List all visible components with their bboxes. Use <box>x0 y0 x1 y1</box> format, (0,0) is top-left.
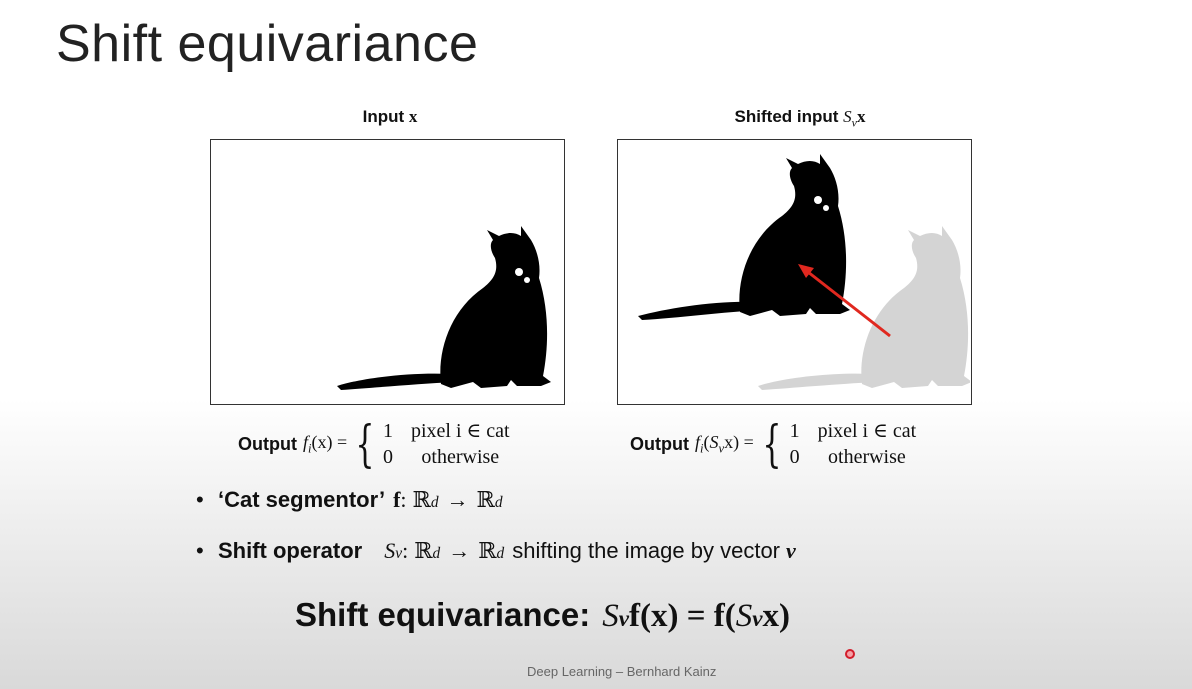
left-brace-icon: { <box>355 415 375 473</box>
right-func-symbol: f <box>694 431 700 452</box>
bullet1-domain-sup: d <box>430 494 439 511</box>
bullet1-colon: : <box>400 487 407 512</box>
left-output-label: Output <box>238 433 297 454</box>
shift-arrow-icon <box>798 264 891 338</box>
bullet2-codomain: ℝ <box>478 538 497 563</box>
left-panel-caption: Input x <box>330 107 450 127</box>
equiv-S2: S <box>735 598 753 634</box>
bullet2-vector: v <box>786 538 796 563</box>
shifted-cat-illustration <box>638 154 972 390</box>
right-caption-var: x <box>856 107 866 126</box>
right-output-formula: Output fi(Svx) = { 1 pixel i ∈ cat 0 oth… <box>630 418 916 470</box>
left-case0-value: 0 <box>382 446 393 468</box>
cursor-dot-icon <box>845 649 855 659</box>
bullet1-f: f <box>393 487 401 512</box>
right-case1-text: pixel i ∈ cat <box>817 420 917 442</box>
right-func-sub: i <box>700 441 704 456</box>
right-case0-value: 0 <box>789 446 800 468</box>
bullet-dot-icon: • <box>196 538 204 563</box>
left-caption-var: x <box>408 107 418 126</box>
right-output-label: Output <box>630 433 689 454</box>
left-case1-text: pixel i ∈ cat <box>410 420 510 442</box>
right-func-open: ( <box>703 431 710 452</box>
right-panel-caption: Shifted input Svx <box>700 107 900 130</box>
right-cases: 1 pixel i ∈ cat 0 otherwise <box>790 418 917 470</box>
right-caption-text: Shifted input <box>734 107 839 126</box>
right-case0-text: otherwise <box>828 446 906 468</box>
left-func-arg: (x) = <box>311 431 348 452</box>
left-case0-text: otherwise <box>421 446 500 468</box>
right-func-S-sub: v <box>718 441 725 456</box>
equiv-S1: S <box>602 598 619 634</box>
bullet1-codomain-sup: d <box>494 494 503 511</box>
right-func-S: S <box>709 431 719 452</box>
left-cases: 1 pixel i ∈ cat 0 otherwise <box>383 418 510 470</box>
equiv-mid: f(x) = f( <box>629 598 736 634</box>
right-case1-value: 1 <box>789 420 800 442</box>
bullet2-text: shifting the image by vector <box>512 538 781 563</box>
bullet2-S: S <box>384 538 396 563</box>
left-caption-text: Input <box>362 107 405 126</box>
right-brace-icon: { <box>762 415 782 473</box>
bullet2-sub: v <box>395 545 403 562</box>
left-func-sub: i <box>308 441 312 456</box>
equiv-sub1: v <box>618 605 630 631</box>
bullet1-label: ‘Cat segmentor’ <box>218 487 386 512</box>
bullet-dot-icon: • <box>196 487 204 512</box>
equiv-label: Shift equivariance: <box>295 596 591 633</box>
bullet2-arrow: → <box>448 538 471 563</box>
left-case1-value: 1 <box>382 420 393 442</box>
right-func-close: x) = <box>724 431 754 452</box>
left-output-formula: Output fi(x) = { 1 pixel i ∈ cat 0 other… <box>238 418 510 470</box>
bullet1-domain: ℝ <box>412 487 431 512</box>
equiv-sub2: v <box>752 605 763 631</box>
shifted-image-panel <box>617 139 972 405</box>
bullet2-codomain-sup: d <box>496 545 505 562</box>
right-caption-sub: v <box>851 115 857 130</box>
footer-credit: Deep Learning – Bernhard Kainz <box>527 664 717 679</box>
left-func-symbol: f <box>302 431 308 452</box>
input-image-panel <box>210 139 565 405</box>
ghost-cat-silhouette-icon <box>758 226 972 390</box>
bullet1-codomain: ℝ <box>476 487 495 512</box>
cat-silhouette-icon <box>638 154 850 320</box>
bullet2-label: Shift operator <box>218 538 363 563</box>
bullet2-colon: : <box>402 538 409 563</box>
slide-title: Shift equivariance <box>56 15 479 73</box>
right-caption-S: S <box>843 107 852 126</box>
equiv-end: x) <box>762 598 791 634</box>
bullet2-domain-sup: d <box>432 545 441 562</box>
cat-silhouette-icon <box>337 226 551 390</box>
bullet1-arrow: → <box>446 487 469 512</box>
bullet2-domain: ℝ <box>414 538 433 563</box>
